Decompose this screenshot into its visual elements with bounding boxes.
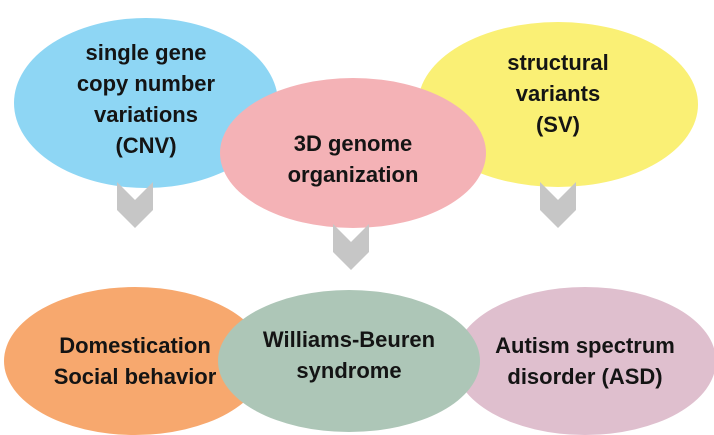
node-3d-genome: 3D genome organization	[220, 78, 486, 228]
node-williams-beuren-label: Williams-Beuren syndrome	[262, 327, 436, 383]
arrow-sv-to-asd	[540, 182, 576, 228]
node-sv-label: structural variants (SV)	[507, 50, 609, 137]
arrow-genome-to-williams	[333, 224, 369, 270]
node-domestication-label: Domestication Social behavior	[53, 333, 217, 389]
arrow-cnv-to-domestication	[117, 182, 153, 228]
node-cnv-label: single gene copy number variations (CNV)	[76, 40, 216, 158]
node-3d-genome-label: 3D genome organization	[287, 131, 419, 187]
node-asd: Autism spectrum disorder (ASD)	[454, 287, 714, 435]
node-williams-beuren: Williams-Beuren syndrome	[218, 290, 480, 432]
node-asd-label: Autism spectrum disorder (ASD)	[495, 333, 675, 389]
node-cnv: single gene copy number variations (CNV)	[14, 18, 278, 188]
